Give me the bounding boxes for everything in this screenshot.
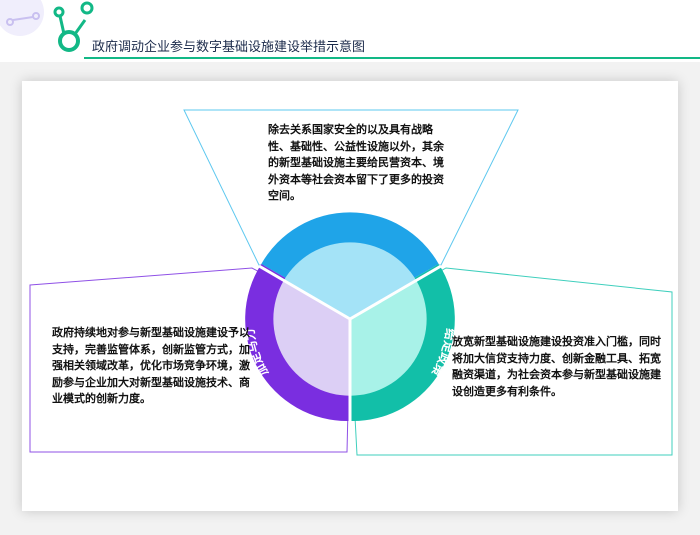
logo-node-icon: [80, 1, 94, 15]
callout-top-outline: [183, 109, 519, 266]
description-right: 放宽新型基础设施建设投资准入门槛，同时将加大信贷支持力度、创新金融工具、拓宽融资…: [452, 335, 661, 398]
page-title: 政府调动企业参与数字基础设施建设举措示意图: [92, 40, 366, 55]
background-strip: [0, 511, 700, 535]
logo-ring-icon: [58, 30, 80, 52]
description-top: 除去关系国家安全的以及具有战略性、基础性、公益性设施以外，其余的新型基础设施主要…: [268, 123, 444, 202]
description-left: 政府持续地对参与新型基础设施建设予以支持，完善监管体系，创新监管方式，加强相关领…: [52, 326, 250, 405]
logo-node-icon: [53, 6, 65, 18]
background-strip: [0, 62, 22, 535]
decor-node-icon: [32, 12, 40, 20]
decor-node-icon: [6, 18, 14, 26]
title-underline: [84, 57, 700, 59]
background-strip: [678, 62, 700, 535]
header-decoration: [0, 0, 94, 52]
background-strip: [0, 62, 700, 82]
header-bar: [0, 0, 700, 62]
